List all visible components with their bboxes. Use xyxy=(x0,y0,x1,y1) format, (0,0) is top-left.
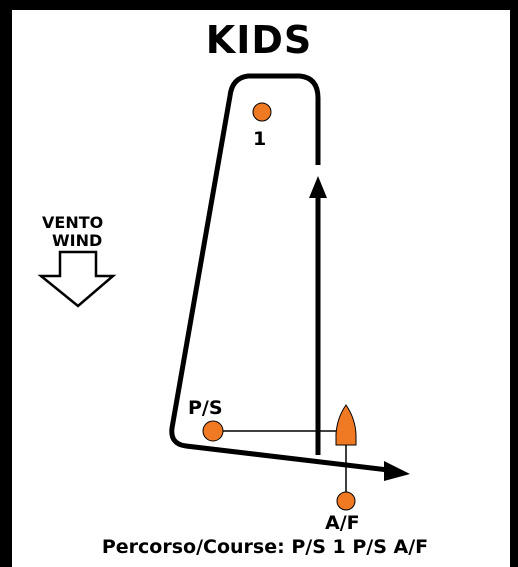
upwind-arrow-head xyxy=(309,176,327,198)
mark-1-label: 1 xyxy=(253,128,266,150)
frame-border-top xyxy=(0,0,518,10)
frame-border-left xyxy=(0,0,12,567)
course-route-path xyxy=(169,73,389,473)
wind-direction-arrow-icon xyxy=(37,250,117,308)
frame-border-right xyxy=(510,0,518,567)
committee-boat xyxy=(335,404,357,446)
mark-start-buoy xyxy=(202,420,224,442)
wind-label-vento: VENTO xyxy=(42,213,103,232)
mark-start-label: P/S xyxy=(188,397,223,419)
course-description: Percorso/Course: P/S 1 P/S A/F xyxy=(101,536,429,558)
course-arrow-head-right xyxy=(384,461,410,481)
wind-label-wind: WIND xyxy=(52,231,102,250)
diagram-title: KIDS xyxy=(205,18,313,62)
mark-finish-buoy xyxy=(336,491,356,511)
mark-finish-label: A/F xyxy=(325,512,360,534)
mark-1-buoy xyxy=(252,102,272,122)
